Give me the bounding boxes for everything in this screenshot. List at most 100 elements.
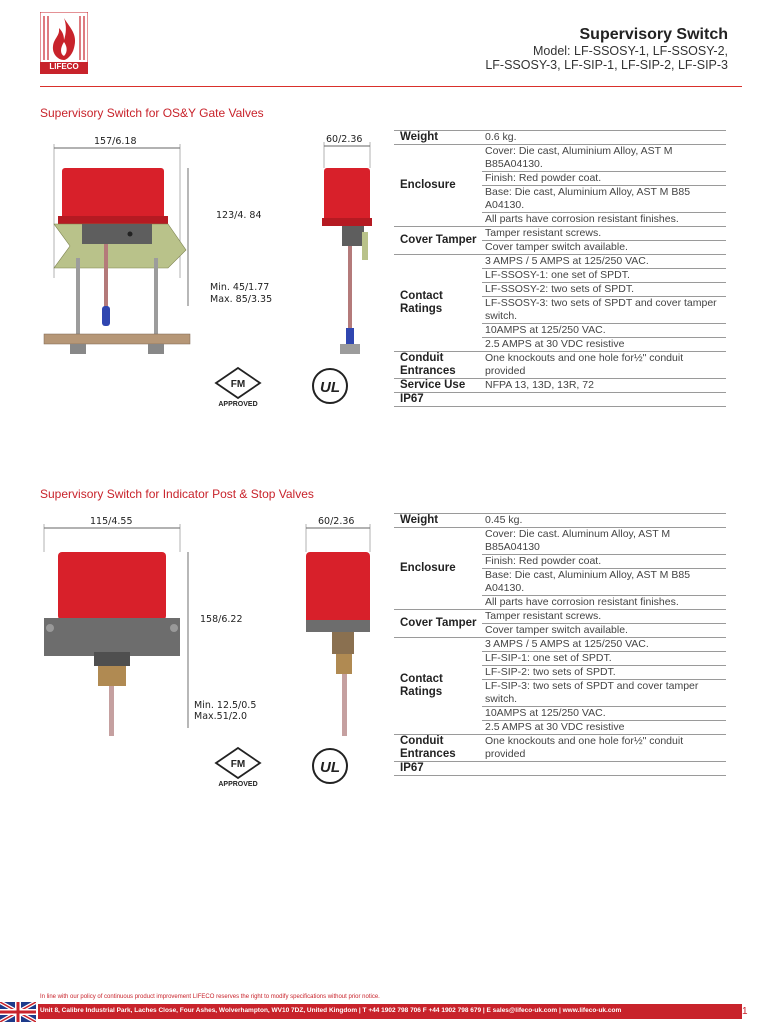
- spec-label: Weight: [394, 130, 482, 145]
- spec-value: Tamper resistant screws.: [482, 609, 726, 624]
- s1-dim-width: 157/6.18: [94, 136, 137, 147]
- s2-fm-sub: APPROVED: [218, 781, 257, 788]
- spec-value: LF-SSOSY-1: one set of SPDT.: [482, 268, 726, 283]
- spec-value: All parts have corrosion resistant finis…: [482, 212, 726, 227]
- section1-drawing: 157/6.18 123/4. 84 Min. 45/1.77 Max. 85/…: [43, 134, 372, 408]
- spec-row: Cover tamper switch available.: [394, 623, 726, 638]
- spec-row: LF-SSOSY-2: two sets of SPDT.: [394, 282, 726, 297]
- s2-dim-min: Min. 12.5/0.5: [194, 700, 256, 711]
- spec-row: LF-SSOSY-3: two sets of SPDT and cover t…: [394, 296, 726, 324]
- spec-row: All parts have corrosion resistant finis…: [394, 212, 726, 227]
- uk-flag-icon: [0, 1002, 36, 1022]
- s1-fm-text: FM: [231, 379, 245, 390]
- footer-disclaimer: In line with our policy of continuous pr…: [40, 994, 380, 1000]
- spec-value: One knockouts and one hole for½" conduit…: [482, 734, 726, 762]
- spec-label: Weight: [394, 513, 482, 528]
- s1-housing-front: [62, 168, 164, 220]
- spec-value: All parts have corrosion resistant finis…: [482, 595, 726, 610]
- s1-fm-sub: APPROVED: [218, 401, 257, 408]
- spec-value: 10AMPS at 125/250 VAC.: [482, 323, 726, 338]
- spec-label: Contact Ratings: [394, 254, 482, 352]
- spec-row: LF-SSOSY-1: one set of SPDT.: [394, 268, 726, 283]
- spec-row: 10AMPS at 125/250 VAC.: [394, 323, 726, 338]
- spec-value: LF-SSOSY-2: two sets of SPDT.: [482, 282, 726, 297]
- page-title: Supervisory Switch: [579, 26, 729, 43]
- spec-row: Finish: Red powder coat.: [394, 554, 726, 569]
- model-line-1: Model: LF-SSOSY-1, LF-SSOSY-2,: [533, 44, 728, 58]
- spec-label: IP67: [394, 761, 482, 776]
- spec-row: 2.5 AMPS at 30 VDC resistive: [394, 337, 726, 352]
- spec-value: [482, 761, 726, 776]
- spec-value: Base: Die cast, Aluminium Alloy, AST M B…: [482, 568, 726, 596]
- s1-housing-side: [324, 168, 370, 222]
- s2-ul-text: UL: [320, 759, 340, 776]
- s1-fm-approved-icon: FM APPROVED: [214, 366, 262, 408]
- spec-row: IP67: [394, 761, 726, 776]
- spec-label: Conduit Entrances: [394, 351, 482, 379]
- section1-title: Supervisory Switch for OS&Y Gate Valves: [40, 106, 264, 120]
- spec-label: Cover Tamper: [394, 609, 482, 638]
- footer-contact[interactable]: Unit 8, Calibre Industrial Park, Laches …: [40, 1007, 622, 1014]
- s1-dim-height: 123/4. 84: [216, 210, 262, 221]
- spec-label: Enclosure: [394, 527, 482, 610]
- header-divider: [40, 86, 742, 87]
- s1-ul-text: UL: [320, 379, 340, 396]
- s1-dim-depth: 60/2.36: [326, 134, 362, 145]
- spec-value: LF-SIP-2: two sets of SPDT.: [482, 665, 726, 680]
- section2-drawing: 115/4.55 158/6.22 Min. 12.5/0.5 Max.51/2…: [43, 516, 371, 788]
- spec-value: Finish: Red powder coat.: [482, 171, 726, 186]
- spec-label: Enclosure: [394, 144, 482, 227]
- spec-value: Base: Die cast, Aluminium Alloy, AST M B…: [482, 185, 726, 213]
- spec-label: Conduit Entrances: [394, 734, 482, 762]
- spec-value: Cover: Die cast. Aluminum Alloy, AST M B…: [482, 527, 726, 555]
- spec-value: 3 AMPS / 5 AMPS at 125/250 VAC.: [482, 637, 726, 652]
- spec-value: 2.5 AMPS at 30 VDC resistive: [482, 720, 726, 735]
- spec-value: Cover tamper switch available.: [482, 623, 726, 638]
- lifeco-logo: [40, 12, 88, 74]
- s1-ul-listed-icon: UL: [312, 368, 348, 404]
- s2-fm-text: FM: [231, 759, 245, 770]
- spec-row: 2.5 AMPS at 30 VDC resistive: [394, 720, 726, 735]
- spec-row: LF-SIP-1: one set of SPDT.: [394, 651, 726, 666]
- s2-dim-max: Max.51/2.0: [194, 711, 247, 722]
- spec-value: 10AMPS at 125/250 VAC.: [482, 706, 726, 721]
- spec-row: All parts have corrosion resistant finis…: [394, 595, 726, 610]
- footer-bar: [38, 1004, 742, 1019]
- spec-row: 10AMPS at 125/250 VAC.: [394, 706, 726, 721]
- spec-row: LF-SIP-3: two sets of SPDT and cover tam…: [394, 679, 726, 707]
- logo-text: LIFECO: [49, 62, 79, 71]
- spec-label: Cover Tamper: [394, 226, 482, 255]
- s1-dim-max: Max. 85/3.35: [210, 294, 272, 305]
- s2-fm-approved-icon: FM APPROVED: [214, 746, 262, 788]
- spec-value: 2.5 AMPS at 30 VDC resistive: [482, 337, 726, 352]
- spec-value: 0.45 kg.: [482, 513, 726, 528]
- page-number: 1: [742, 1006, 748, 1017]
- spec-value: LF-SSOSY-3: two sets of SPDT and cover t…: [482, 296, 726, 324]
- spec-label: IP67: [394, 392, 482, 407]
- spec-value: [482, 392, 726, 407]
- spec-row: Base: Die cast, Aluminium Alloy, AST M B…: [394, 568, 726, 596]
- spec-value: Cover tamper switch available.: [482, 240, 726, 255]
- spec-row: Base: Die cast, Aluminium Alloy, AST M B…: [394, 185, 726, 213]
- spec-row: Cover tamper switch available.: [394, 240, 726, 255]
- s1-dim-min: Min. 45/1.77: [210, 282, 269, 293]
- spec-label: Service Use: [394, 378, 482, 393]
- spec-row: IP67: [394, 392, 726, 407]
- s2-dim-width: 115/4.55: [90, 516, 133, 527]
- spec-value: NFPA 13, 13D, 13R, 72: [482, 378, 726, 393]
- s2-dim-height: 158/6.22: [200, 614, 243, 625]
- model-line-2: LF-SSOSY-3, LF-SIP-1, LF-SIP-2, LF-SIP-3: [485, 58, 728, 72]
- s2-housing-side: [306, 552, 370, 624]
- spec-value: Tamper resistant screws.: [482, 226, 726, 241]
